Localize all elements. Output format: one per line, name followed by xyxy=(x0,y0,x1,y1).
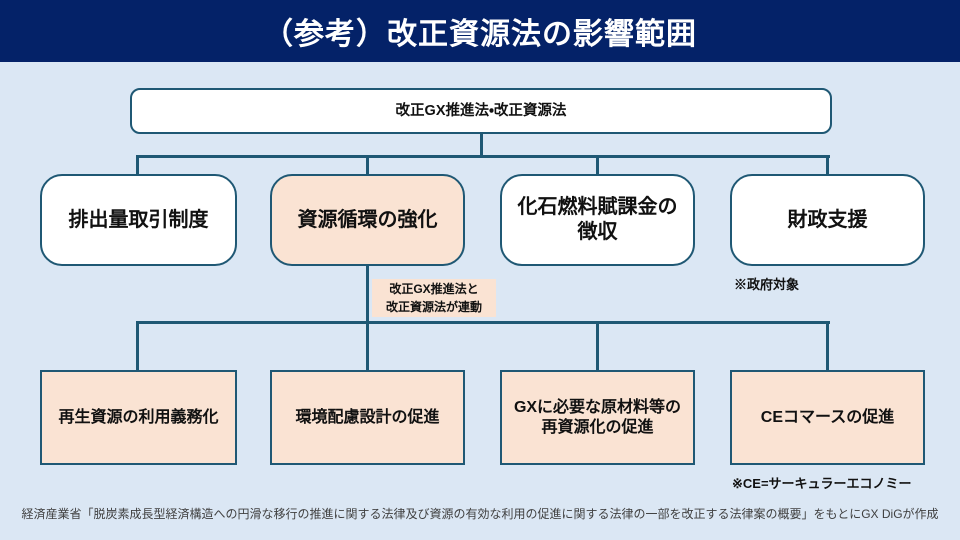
connector-stub-emissions xyxy=(136,155,139,177)
note-ce-definition: ※CE=サーキュラーエコノミー xyxy=(732,476,912,491)
source-attribution: 経済産業省「脱炭素成長型経済構造への円滑な移行の推進に関する法律及び資源の有効な… xyxy=(21,507,939,521)
node-root: 改正GX推進法・改正資源法 xyxy=(130,88,832,134)
note-law-linkage: 改正GX推進法と 改正資源法が連動 xyxy=(372,279,496,317)
connector-stub-recycled-obligation xyxy=(136,321,139,372)
connector-top-horizontal xyxy=(136,155,830,158)
connector-stub-ce-commerce xyxy=(826,321,829,372)
node-gx-materials-recycling: GXに必要な原材料等の 再資源化の促進 xyxy=(500,370,695,465)
connector-mid-vertical xyxy=(366,264,369,324)
connector-stub-fiscal xyxy=(826,155,829,177)
connector-stub-levy xyxy=(596,155,599,177)
node-recycled-resource-obligation: 再生資源の利用義務化 xyxy=(40,370,237,465)
node-ce-commerce: CEコマースの促進 xyxy=(730,370,925,465)
node-fiscal-support: 財政支援 xyxy=(730,174,925,266)
node-fossil-fuel-levy: 化石燃料賦課金の 徴収 xyxy=(500,174,695,266)
connector-root-vertical xyxy=(480,134,483,158)
node-eco-design: 環境配慮設計の促進 xyxy=(270,370,465,465)
node-emissions-trading: 排出量取引制度 xyxy=(40,174,237,266)
connector-bottom-horizontal xyxy=(136,321,830,324)
title-bar: （参考）改正資源法の影響範囲 xyxy=(0,0,960,62)
connector-stub-gx-materials xyxy=(596,321,599,372)
node-resource-circulation: 資源循環の強化 xyxy=(270,174,465,266)
page-title: （参考）改正資源法の影響範囲 xyxy=(263,18,697,51)
connector-stub-resource-circulation xyxy=(366,155,369,177)
note-government-target: ※政府対象 xyxy=(734,277,800,292)
connector-stub-eco-design xyxy=(366,321,369,372)
